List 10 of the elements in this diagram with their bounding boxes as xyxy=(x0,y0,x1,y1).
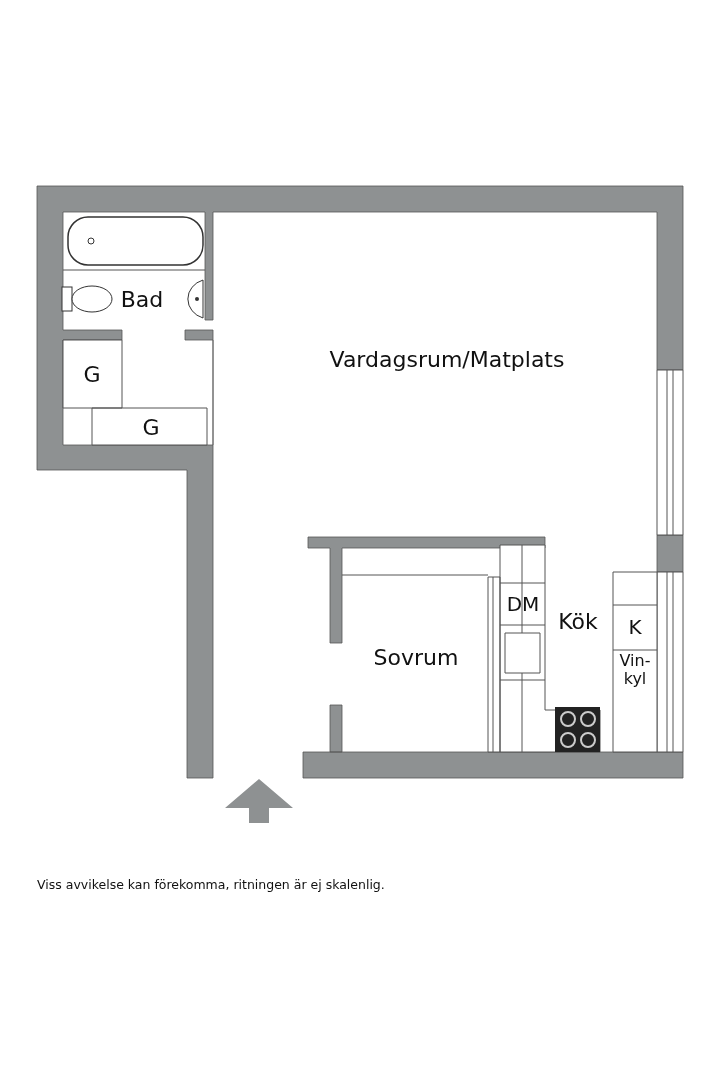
room-label: Vin- kyl xyxy=(618,652,652,688)
room-label: DM xyxy=(506,593,540,615)
room-label: Sovrum xyxy=(373,645,459,671)
room-label: K xyxy=(628,616,642,638)
room-label: Kök xyxy=(558,609,598,635)
room-label: G xyxy=(83,362,101,388)
room-label: Bad xyxy=(120,287,164,313)
disclaimer-note: Viss avvikelse kan förekomma, ritningen är ej skalenlig. xyxy=(37,877,385,892)
room-label: G xyxy=(142,415,160,441)
room-label: Vardagsrum/Matplats xyxy=(329,347,565,373)
